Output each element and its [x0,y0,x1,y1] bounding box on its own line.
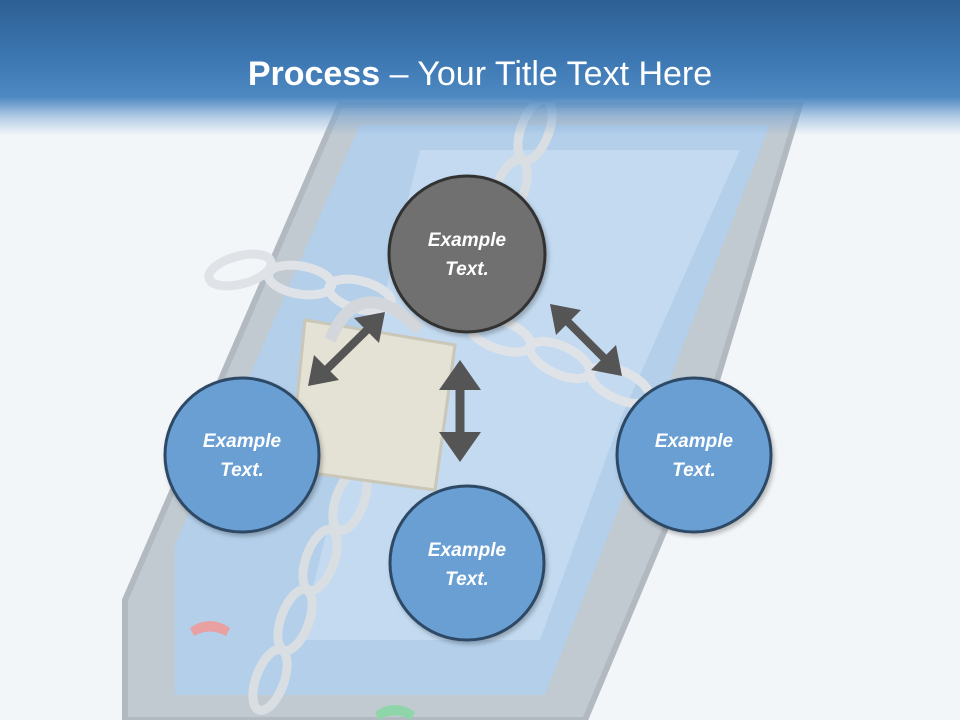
node-bottom-line1: Example [428,540,507,561]
phone-screen [175,125,770,695]
node-bottom-line2: Text. [445,569,489,590]
node-left-line2: Text. [220,460,264,481]
slide-title: Process – Your Title Text Here [0,52,960,96]
node-right-line2: Text. [672,460,716,481]
arrow-top-left [308,312,385,386]
title-bar [0,0,960,135]
node-right[interactable]: Example Text. [615,376,773,534]
node-bottom[interactable]: Example Text. [388,484,546,642]
node-right-line1: Example [655,431,734,452]
node-top[interactable]: Example Text. [387,174,547,334]
arrow-top-right [550,304,622,376]
node-top-line1: Example [428,230,507,251]
title-bold: Process [247,55,381,93]
node-left[interactable]: Example Text. [163,376,321,534]
call-icon [375,705,415,720]
end-call-icon [190,621,230,636]
node-left-line1: Example [203,431,282,452]
title-rest: – Your Title Text Here [389,55,713,93]
arrow-top-bottom [439,360,481,462]
node-top-line2: Text. [445,259,489,280]
